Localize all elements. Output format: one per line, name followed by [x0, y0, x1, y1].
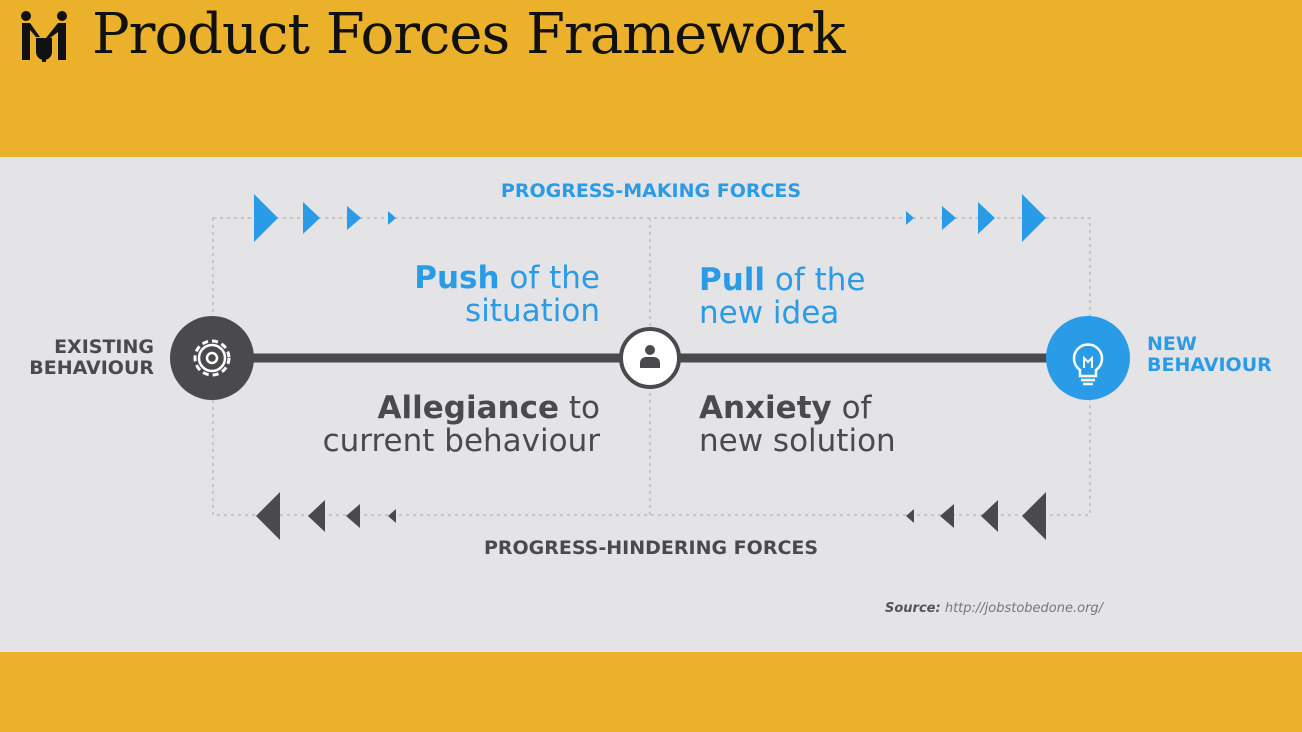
arrow-right-icon — [942, 206, 956, 230]
anxiety-rest: of — [831, 390, 872, 426]
allegiance-to-current: Allegiance to current behaviour — [323, 392, 600, 458]
existing-behaviour-label: EXISTING BEHAVIOUR — [29, 337, 154, 379]
handshake-people-icon — [21, 11, 67, 62]
arrow-right-icon — [347, 206, 361, 230]
existing-line1: EXISTING — [54, 336, 154, 358]
push-of-situation: Push of the situation — [414, 262, 600, 328]
arrow-left-icon — [981, 500, 998, 532]
new-line1: NEW — [1147, 333, 1197, 355]
progress-arrows — [254, 194, 1046, 242]
hindering-arrows — [256, 492, 1046, 540]
push-line2: situation — [465, 293, 600, 329]
arrow-left-icon — [906, 509, 914, 523]
progress-making-label: PROGRESS-MAKING FORCES — [500, 180, 802, 202]
allegiance-line2: current behaviour — [322, 423, 600, 459]
arrow-left-icon — [1022, 492, 1046, 540]
arrow-right-icon — [1022, 194, 1046, 242]
source-citation: Source: http://jobstobedone.org/ — [885, 601, 1103, 616]
anxiety-bold: Anxiety — [699, 390, 832, 426]
pull-rest: of the — [765, 262, 866, 298]
allegiance-bold: Allegiance — [377, 390, 560, 426]
gear-icon — [170, 316, 254, 400]
arrow-left-icon — [388, 509, 396, 523]
push-rest: of the — [499, 260, 600, 296]
push-bold: Push — [414, 260, 500, 296]
arrow-right-icon — [303, 202, 320, 234]
arrow-right-icon — [388, 211, 396, 225]
pull-of-new-idea: Pull of the new idea — [699, 264, 866, 330]
lightbulb-icon — [1046, 316, 1130, 400]
pull-line2: new idea — [699, 295, 840, 331]
arrow-right-icon — [906, 211, 914, 225]
source-label: Source: — [885, 601, 941, 616]
arrow-left-icon — [940, 504, 954, 528]
pull-bold: Pull — [699, 262, 766, 298]
arrow-left-icon — [256, 492, 280, 540]
anxiety-line2: new solution — [699, 423, 896, 459]
diagram-panel — [0, 157, 1302, 652]
new-behaviour-label: NEW BEHAVIOUR — [1147, 334, 1272, 376]
arrow-left-icon — [346, 504, 360, 528]
arrow-right-icon — [254, 194, 278, 242]
allegiance-rest: to — [559, 390, 600, 426]
arrow-left-icon — [308, 500, 325, 532]
slide-title: Product Forces Framework — [92, 2, 846, 67]
source-link[interactable]: http://jobstobedone.org/ — [944, 601, 1104, 616]
person-icon — [619, 327, 681, 389]
progress-hindering-label: PROGRESS-HINDERING FORCES — [483, 537, 819, 559]
anxiety-of-new-solution: Anxiety of new solution — [699, 392, 896, 458]
existing-line2: BEHAVIOUR — [29, 357, 154, 379]
new-line2: BEHAVIOUR — [1147, 354, 1272, 376]
arrow-right-icon — [978, 202, 995, 234]
